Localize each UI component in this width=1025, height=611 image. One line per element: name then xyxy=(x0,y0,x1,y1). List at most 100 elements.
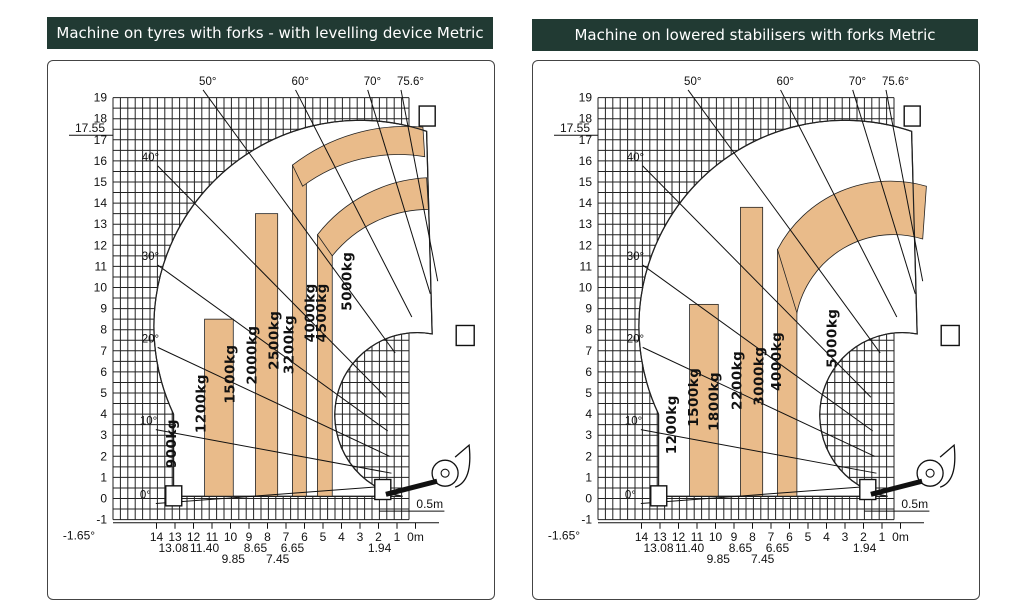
y-tick-label: 5 xyxy=(100,386,107,400)
boom-angle-label: 70° xyxy=(849,76,866,88)
boom-angle-label: 40° xyxy=(627,152,644,164)
load-capacity-label: 1200kg xyxy=(664,395,680,454)
x-tick-label: 3 xyxy=(357,530,364,544)
load-capacity-label: 2200kg xyxy=(729,351,745,410)
load-capacity-label: 2500kg xyxy=(267,311,283,370)
boom-angle-line xyxy=(642,346,875,457)
machine-body-icon xyxy=(454,443,471,488)
y-tick-label: 4 xyxy=(585,407,592,421)
load-capacity-label: 3000kg xyxy=(752,347,768,406)
boom-angle-label: 70° xyxy=(364,76,381,88)
y-tick-label: 13 xyxy=(94,217,108,231)
y-tick-label: 17 xyxy=(579,133,593,147)
y-tick-label: 6 xyxy=(585,365,592,379)
boom-angle-label: 10° xyxy=(625,416,642,428)
x-tick-label: 6 xyxy=(786,530,793,544)
y-tick-label: 14 xyxy=(579,196,593,210)
x-tick-label: 3 xyxy=(842,530,849,544)
x-tick-label: 9 xyxy=(731,530,738,544)
y-tick-label: 12 xyxy=(579,238,593,252)
y-tick-label: 17 xyxy=(94,133,108,147)
wheel-icon xyxy=(916,459,944,487)
load-capacity-label: 1500kg xyxy=(222,344,238,403)
x-tick-label: 4 xyxy=(338,530,345,544)
boom-angle-line xyxy=(780,89,898,318)
x-tick-label: 8 xyxy=(264,530,271,544)
y-tick-label: 19 xyxy=(579,91,593,105)
x-tick-label: 2 xyxy=(375,530,382,544)
load-capacity-label: 4000kg xyxy=(769,332,785,391)
x-tick-label: 12 xyxy=(672,530,686,544)
x-tick-label: 1 xyxy=(394,530,401,544)
boom-angle-label: 30° xyxy=(627,251,644,263)
y-special-label: 17.55 xyxy=(560,121,590,135)
x-special-label: 6.65 xyxy=(766,541,790,555)
y-tick-label: 3 xyxy=(100,428,107,442)
fork-position-marker xyxy=(418,105,436,127)
boom-angle-line xyxy=(155,429,392,474)
boom-angle-label: 20° xyxy=(142,333,159,345)
load-zone xyxy=(291,126,426,187)
y-tick-label: 8 xyxy=(100,323,107,337)
y-tick-label: 16 xyxy=(94,154,108,168)
load-capacity-label: 900kg xyxy=(164,419,180,468)
boom-angle-line xyxy=(642,264,874,432)
boom-angle-line xyxy=(367,89,431,294)
y-tick-label: 15 xyxy=(579,175,593,189)
fork-position-marker xyxy=(650,485,668,507)
wheel-hub-icon xyxy=(440,468,450,478)
y-special-label: -1.65° xyxy=(548,528,580,542)
x-special-label: 11.40 xyxy=(190,541,219,555)
x-special-label: 11.40 xyxy=(675,541,704,555)
scale-label: 0.5m xyxy=(416,497,443,511)
load-capacity-label: 1200kg xyxy=(194,374,210,433)
load-capacity-label: 5000kg xyxy=(340,252,356,311)
x-tick-label: 12 xyxy=(187,530,201,544)
y-tick-label: 0 xyxy=(585,492,592,506)
x-tick-label: 7 xyxy=(768,530,775,544)
load-zone xyxy=(777,180,927,315)
working-envelope-outline xyxy=(638,119,918,497)
y-tick-label: 9 xyxy=(100,302,107,316)
x-tick-label: 0m xyxy=(892,530,909,544)
load-capacity-label: 4000kg xyxy=(303,283,319,342)
x-tick-label: 14 xyxy=(635,530,649,544)
chart-title-right: Machine on lowered stabilisers with fork… xyxy=(532,19,978,51)
x-special-label: 7.45 xyxy=(266,552,290,566)
x-special-label: 13.08 xyxy=(644,541,674,555)
y-tick-label: -1 xyxy=(96,513,107,527)
x-tick-label: 5 xyxy=(320,530,327,544)
x-special-label: 1.94 xyxy=(368,541,392,555)
load-capacity-label: 3200kg xyxy=(281,315,297,374)
x-tick-label: 13 xyxy=(168,530,182,544)
boom-base-icon xyxy=(385,478,438,497)
load-capacity-label: 2000kg xyxy=(244,325,260,384)
load-capacity-label: 1500kg xyxy=(686,368,702,427)
y-tick-label: 13 xyxy=(579,217,593,231)
load-zone xyxy=(689,303,719,497)
working-envelope-outline xyxy=(153,119,433,497)
y-tick-label: 0 xyxy=(100,492,107,506)
load-capacity-label: 1800kg xyxy=(706,372,722,431)
boom-angle-line xyxy=(157,165,387,398)
fork-position-marker xyxy=(940,324,960,347)
boom-angle-line xyxy=(687,89,881,354)
boom-base-icon xyxy=(870,478,923,497)
y-tick-label: 1 xyxy=(100,470,107,484)
boom-angle-line xyxy=(157,346,390,457)
boom-angle-label: 40° xyxy=(142,152,159,164)
y-tick-label: 9 xyxy=(585,302,592,316)
boom-angle-line xyxy=(640,429,877,474)
y-tick-label: 1 xyxy=(585,470,592,484)
y-tick-label: 19 xyxy=(94,91,108,105)
y-tick-label: 16 xyxy=(579,154,593,168)
x-special-label: 13.08 xyxy=(159,541,189,555)
load-capacity-label: 5000kg xyxy=(825,309,841,368)
x-special-label: 6.65 xyxy=(281,541,305,555)
x-tick-label: 9 xyxy=(246,530,253,544)
boom-angle-line xyxy=(155,485,392,504)
x-special-label: 9.85 xyxy=(222,552,246,566)
x-tick-label: 10 xyxy=(709,530,723,544)
boom-angle-label: 60° xyxy=(777,76,794,88)
